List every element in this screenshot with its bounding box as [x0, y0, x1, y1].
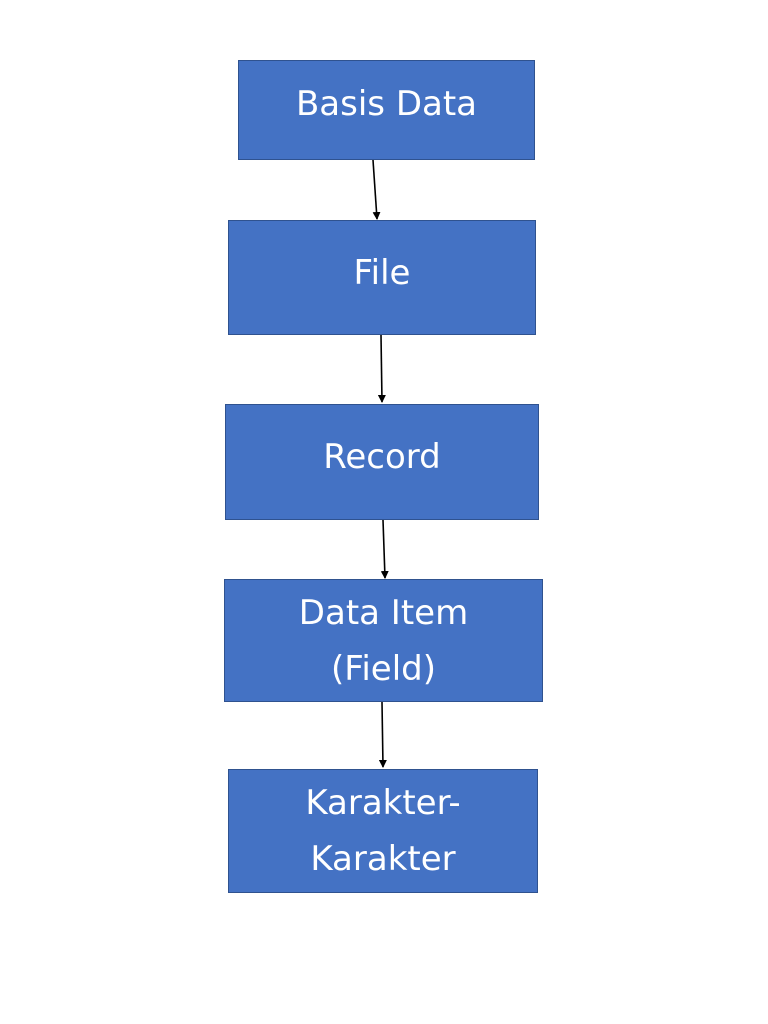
arrow-record-to-data-item — [380, 519, 389, 579]
node-label: Data Item (Field) — [298, 592, 469, 689]
node-label: Basis Data — [295, 84, 478, 124]
node-basis-data: Basis Data — [238, 60, 535, 160]
node-label: File — [353, 252, 411, 293]
arrow-data-item-to-karakter — [378, 701, 387, 768]
arrow-basis-data-to-file — [372, 159, 381, 220]
node-label: Record — [323, 437, 441, 477]
arrow-file-to-record — [377, 334, 386, 403]
node-file: File — [228, 220, 536, 335]
node-record: Record — [225, 404, 539, 520]
node-karakter: Karakter- Karakter — [228, 769, 538, 893]
node-data-item: Data Item (Field) — [224, 579, 543, 702]
node-label: Karakter- Karakter — [305, 783, 461, 879]
